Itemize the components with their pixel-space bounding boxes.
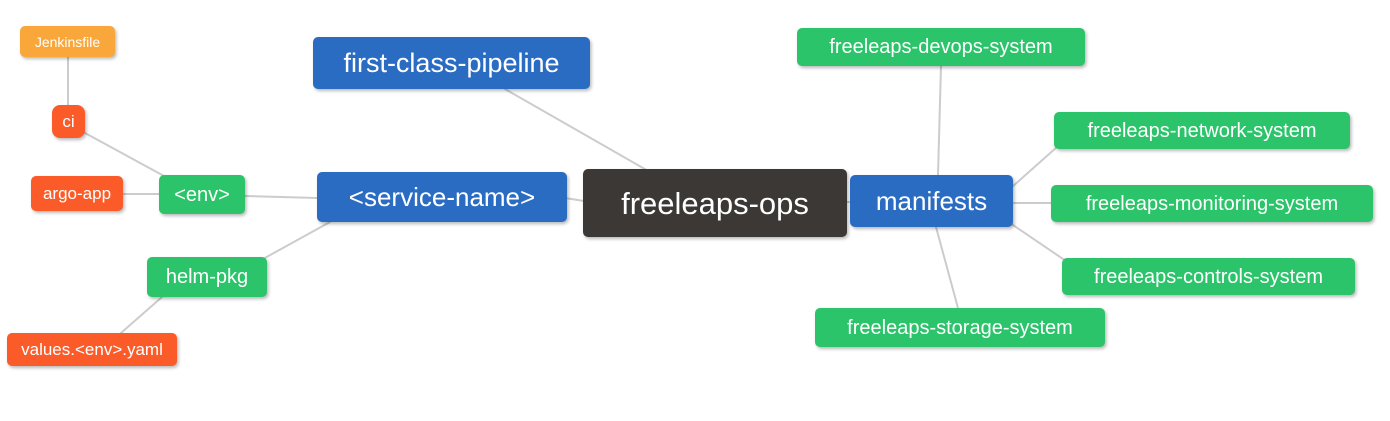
node-env[interactable]: <env> [159, 175, 245, 214]
edge-pipeline-ops [504, 88, 651, 173]
node-manifests[interactable]: manifests [850, 175, 1013, 227]
edge-manifests-devops [937, 65, 942, 176]
edge-service-name-ops [564, 197, 585, 202]
edge-env-service-name [244, 195, 318, 199]
node-freeleaps-storage-system[interactable]: freeleaps-storage-system [815, 308, 1105, 347]
node-argo-app[interactable]: argo-app [31, 176, 123, 211]
node-freeleaps-monitoring-system[interactable]: freeleaps-monitoring-system [1051, 185, 1373, 222]
node-helm-pkg[interactable]: helm-pkg [147, 257, 267, 297]
edge-helm-pkg-service-name [262, 221, 331, 260]
node-values-env-yaml[interactable]: values.<env>.yaml [7, 333, 177, 366]
node-ci[interactable]: ci [52, 105, 85, 138]
node-freeleaps-ops-root[interactable]: freeleaps-ops [583, 169, 847, 237]
node-freeleaps-devops-system[interactable]: freeleaps-devops-system [797, 28, 1085, 66]
edge-manifests-storage [935, 226, 959, 309]
node-jenkinsfile[interactable]: Jenkinsfile [20, 26, 115, 57]
node-service-name[interactable]: <service-name> [317, 172, 567, 222]
node-freeleaps-controls-system[interactable]: freeleaps-controls-system [1062, 258, 1355, 295]
edge-helm-pkg-values-yaml [120, 296, 163, 334]
node-freeleaps-network-system[interactable]: freeleaps-network-system [1054, 112, 1350, 149]
node-first-class-pipeline[interactable]: first-class-pipeline [313, 37, 590, 89]
edge-ci-env [84, 132, 165, 177]
edge-manifests-network [1011, 146, 1058, 188]
edge-manifests-controls [1009, 222, 1067, 262]
